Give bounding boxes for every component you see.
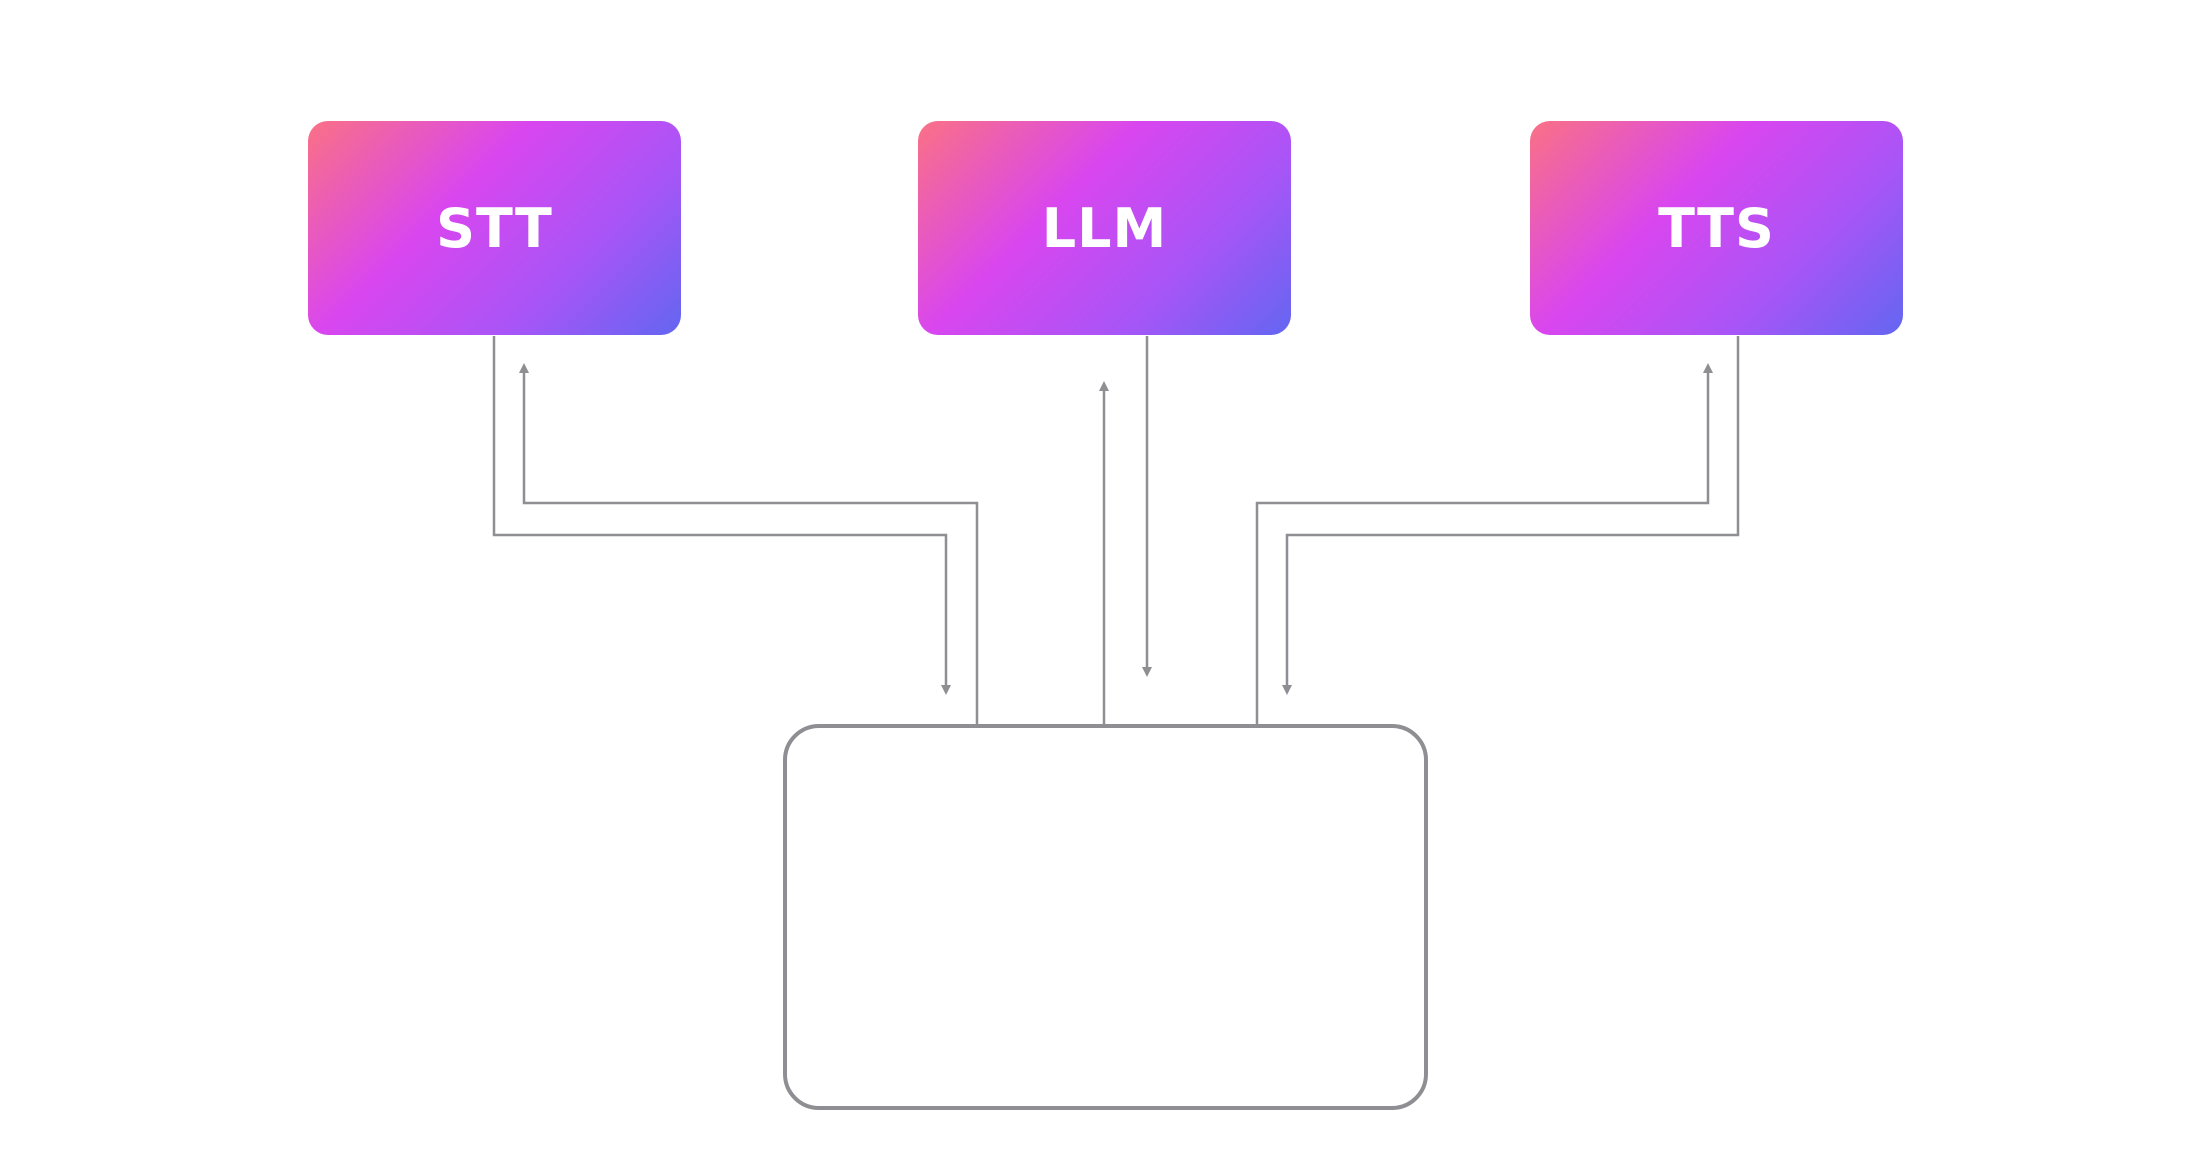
stt-label: STT [436, 196, 553, 260]
llm-node: LLM [918, 121, 1291, 335]
llm-label: LLM [1041, 196, 1168, 260]
app-node: APP LIVE [783, 724, 1428, 1110]
connector-app-to-tts [1255, 363, 1713, 724]
connector-tts-to-app [1282, 336, 1740, 695]
tts-label: TTS [1658, 196, 1775, 260]
stt-node: STT [308, 121, 681, 335]
tts-node: TTS [1530, 121, 1903, 335]
connector-app-to-stt [519, 363, 979, 724]
connector-stt-to-app [492, 336, 951, 695]
app-label: APP LIVE [969, 870, 1242, 934]
